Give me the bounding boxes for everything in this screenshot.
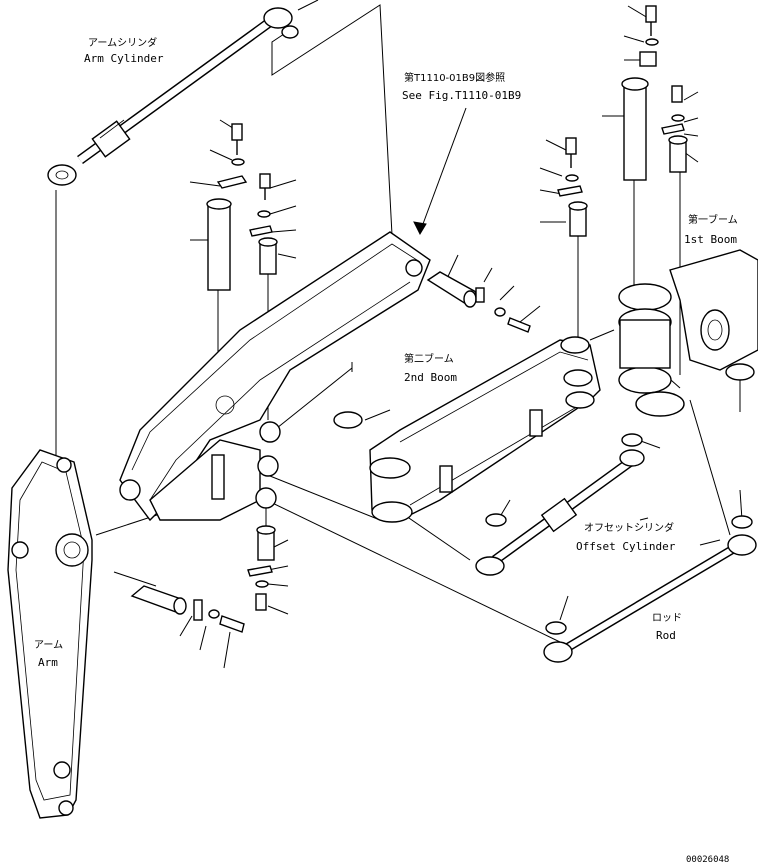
second-boom (369, 336, 601, 523)
arm-cylinder (47, 7, 299, 186)
see-fig-label-jp: 第T1110-01B9図参照 (404, 71, 505, 84)
labels: アームシリンダ Arm Cylinder 第T1110-01B9図参照 See … (34, 36, 738, 865)
arm-label-jp: アーム (34, 639, 63, 651)
first-boom-label-jp: 第一ブーム (688, 213, 738, 226)
arm-cylinder-label-en: Arm Cylinder (84, 52, 164, 65)
arm-label-en: Arm (38, 656, 58, 669)
see-fig-label-en: See Fig.T1110-01B9 (402, 89, 521, 102)
mid-fasteners (426, 137, 588, 333)
offset-cylinder-label-jp: オフセットシリンダ (584, 521, 674, 534)
first-boom (618, 249, 758, 417)
upper-boom (119, 231, 431, 522)
upper-left-fasteners (206, 123, 278, 291)
upper-right-fasteners (621, 5, 688, 181)
rod-label-jp: ロッド (652, 613, 682, 624)
lower-left-fasteners (130, 411, 363, 633)
first-boom-label-en: 1st Boom (684, 233, 737, 246)
arm (7, 449, 93, 819)
rod (543, 515, 757, 663)
drawing-number: 00026048 (686, 855, 729, 865)
arm-cylinder-label-jp: アームシリンダ (88, 36, 157, 49)
offset-cylinder (475, 433, 645, 576)
second-boom-label-jp: 第二ブーム (404, 352, 454, 365)
rod-label-en: Rod (656, 629, 676, 642)
second-boom-label-en: 2nd Boom (404, 371, 457, 384)
offset-cylinder-label-en: Offset Cylinder (576, 540, 676, 553)
